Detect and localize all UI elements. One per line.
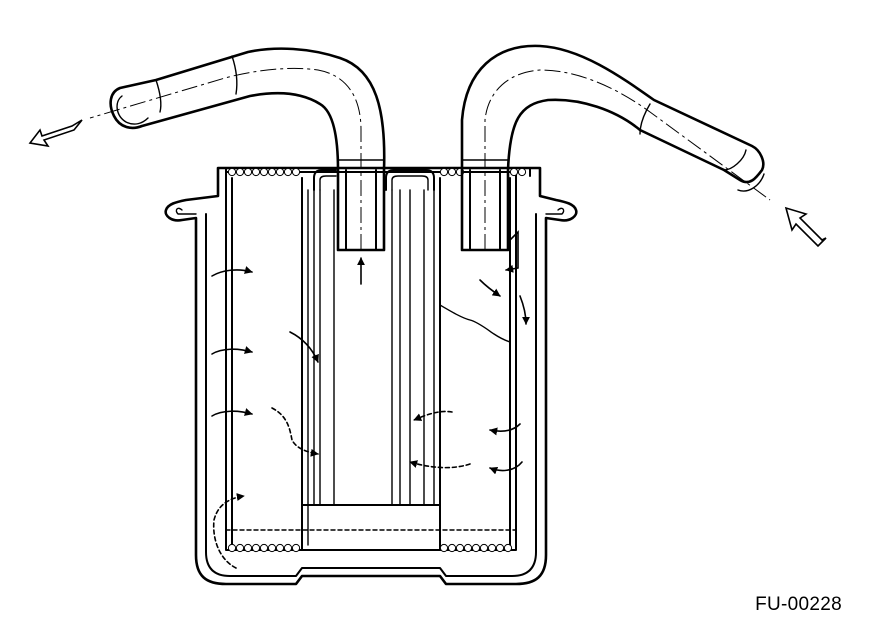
seal-bead: [235, 167, 245, 177]
seal-bead: [235, 543, 245, 553]
seal-bead: [447, 543, 457, 553]
seal-bead: [517, 167, 527, 177]
outlet-direction-arrow: [28, 119, 83, 148]
filter-housing: [164, 166, 578, 586]
seal-bead: [439, 543, 449, 553]
seal-bead: [243, 167, 253, 177]
seal-bead: [283, 167, 293, 177]
seal-bead: [503, 543, 513, 553]
inlet-pipe: [460, 44, 771, 252]
seal-beads: [227, 167, 527, 553]
outlet-pipe: [89, 47, 386, 252]
seal-bead: [251, 167, 261, 177]
seal-bead: [227, 167, 237, 177]
fuel-flow-arrows: [211, 230, 530, 569]
seal-bead: [291, 543, 301, 553]
seal-bead: [267, 543, 277, 553]
seal-bead: [259, 167, 269, 177]
inlet-direction-arrow: [784, 206, 827, 248]
seal-bead: [275, 543, 285, 553]
seal-bead: [509, 167, 519, 177]
seal-bead: [243, 543, 253, 553]
seal-bead: [471, 543, 481, 553]
filter-element: [225, 169, 517, 551]
seal-bead: [463, 543, 473, 553]
seal-bead: [495, 543, 505, 553]
seal-bead: [267, 167, 277, 177]
seal-bead: [455, 543, 465, 553]
seal-bead: [227, 543, 237, 553]
figure-code-label: FU-00228: [755, 594, 842, 615]
seal-bead: [439, 167, 449, 177]
seal-bead: [283, 543, 293, 553]
seal-bead: [251, 543, 261, 553]
seal-bead: [479, 543, 489, 553]
seal-bead: [291, 167, 301, 177]
seal-bead: [487, 543, 497, 553]
seal-bead: [275, 167, 285, 177]
seal-bead: [259, 543, 269, 553]
seal-bead: [447, 167, 457, 177]
